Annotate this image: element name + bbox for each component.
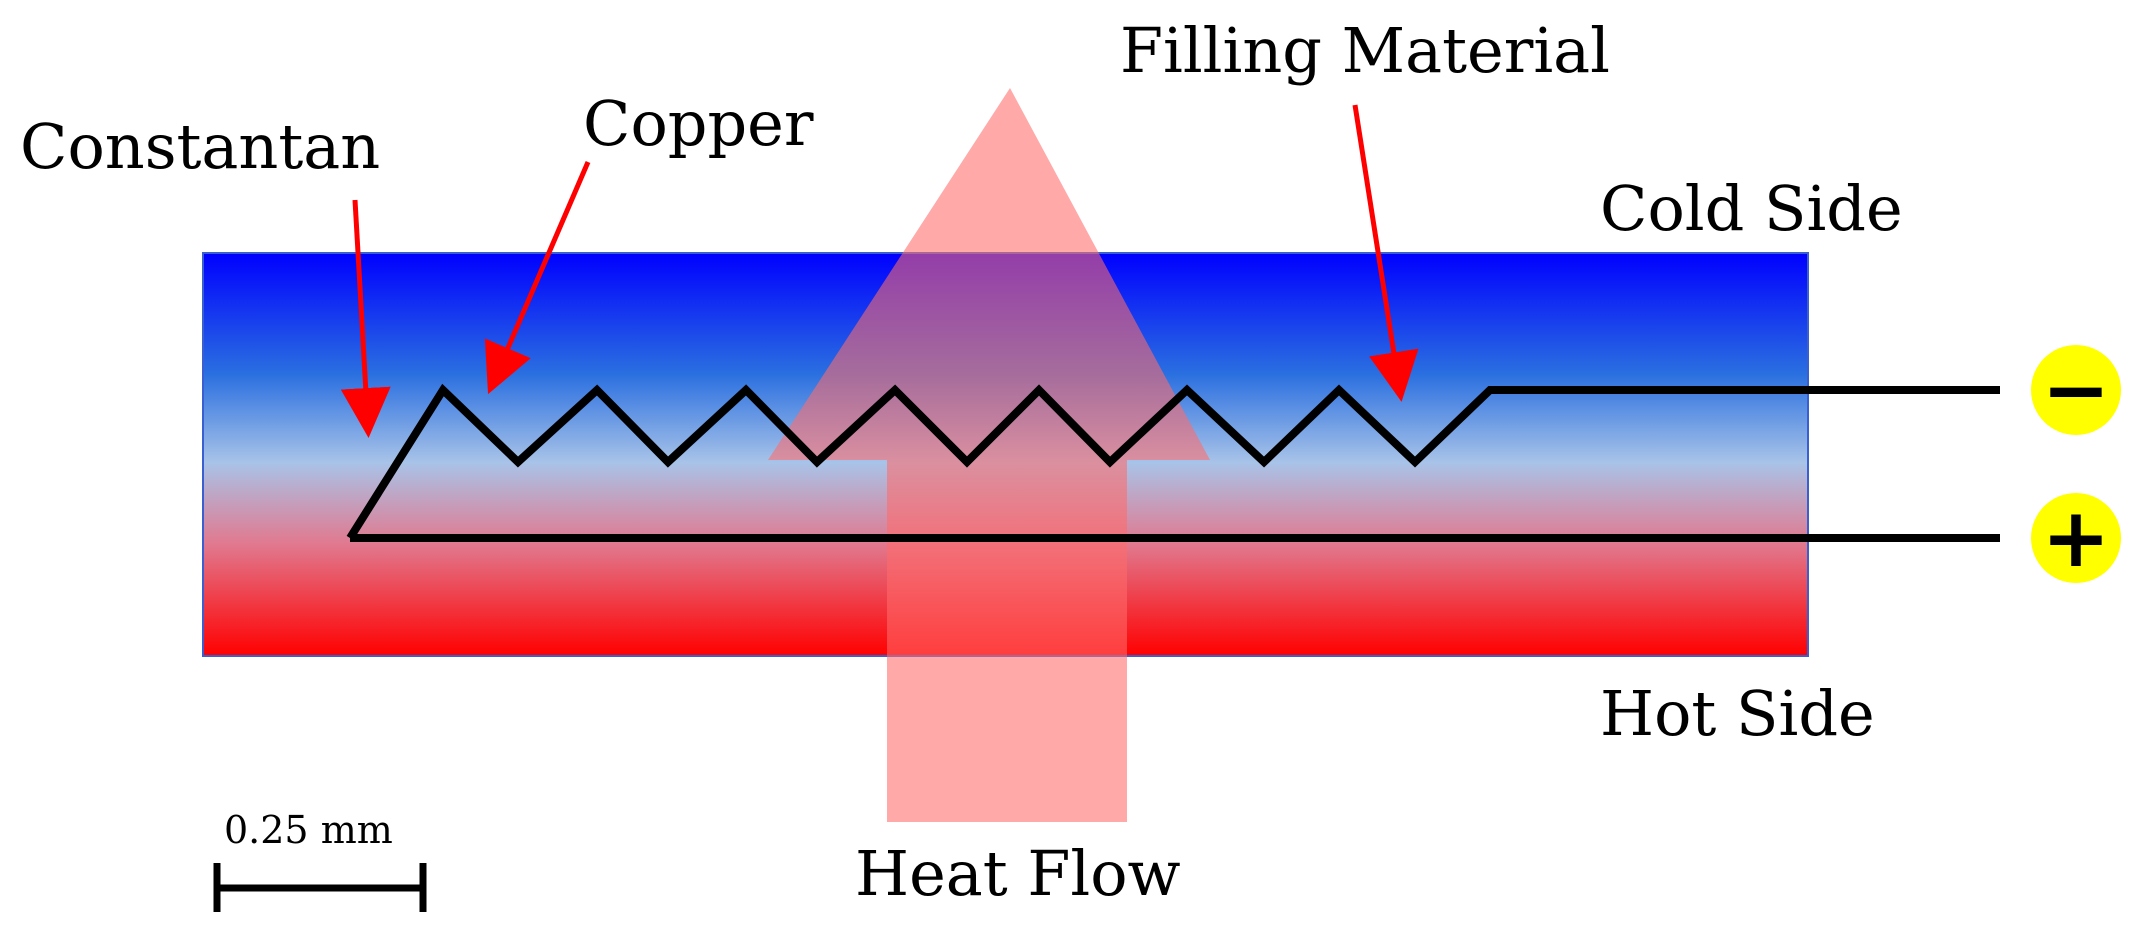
copper-label: Copper [583,87,814,160]
negative-terminal-icon [2031,345,2121,435]
filling-material-label: Filling Material [1120,14,1610,87]
heat-flow-arrow [768,88,1210,822]
positive-terminal-icon [2031,493,2121,583]
heat-flow-label: Heat Flow [855,837,1181,910]
negative-terminal-symbol: − [2042,343,2111,438]
copper-pointer-arrow [484,161,591,395]
hot-side-label: Hot Side [1600,677,1875,750]
positive-terminal-symbol: + [2042,491,2111,586]
constantan-label: Constantan [20,110,380,183]
thermopile-zigzag-wire [346,383,2000,541]
cold-side-label: Cold Side [1600,172,1903,245]
scale-bar-label: 0.25 mm [224,808,393,852]
constantan-pointer-arrow [340,199,391,438]
filling-material-pointer-arrow [1352,104,1419,402]
